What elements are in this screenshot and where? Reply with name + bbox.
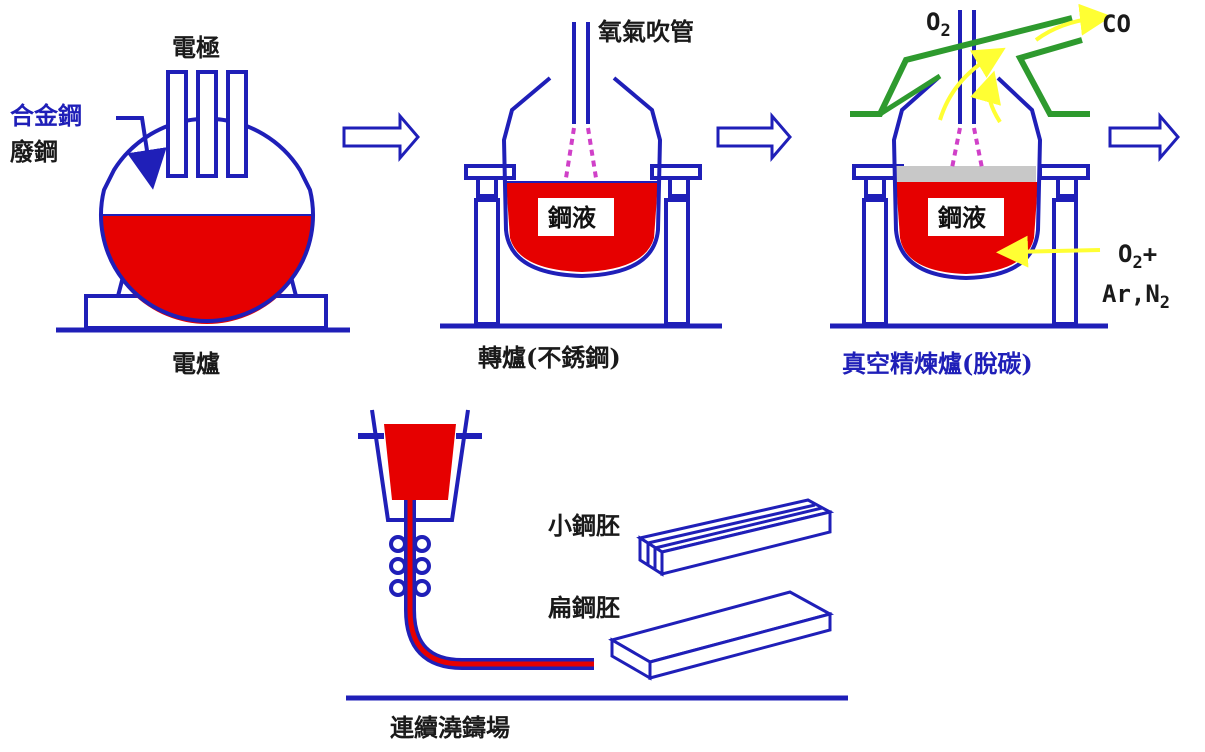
electric-furnace: 電極 合金鋼 廢鋼 電爐 xyxy=(10,33,350,378)
vacuum-refining-furnace: 鋼液 O2 CO O2+ Ar,N2 真空精煉爐(脫碳) xyxy=(830,3,1170,378)
slag-layer xyxy=(896,166,1036,182)
guide-rollers xyxy=(389,535,431,597)
billet-label: 小鋼胚 xyxy=(548,511,620,540)
tundish-molten xyxy=(384,424,456,500)
charge-arrow xyxy=(116,116,167,190)
billet xyxy=(636,498,835,577)
converter-melt-label: 鋼液 xyxy=(548,203,596,232)
scrap-steel-label: 廢鋼 xyxy=(10,137,58,166)
continuous-casting-label: 連續澆鑄場 xyxy=(390,713,510,742)
trunnion-frame xyxy=(852,164,1090,326)
tundish-body xyxy=(370,409,470,522)
flow-arrow-3 xyxy=(1108,111,1180,163)
oxygen-jet xyxy=(564,127,598,179)
oxygen-jet xyxy=(950,127,984,169)
gas-flow-arrows xyxy=(938,3,1112,268)
refining-melt-label: 鋼液 xyxy=(938,203,986,232)
continuous-casting: 小鋼胚 扁鋼胚 連續澆鑄場 xyxy=(346,409,848,742)
converter-vessel xyxy=(501,76,663,279)
electrode-label: 電極 xyxy=(172,33,220,62)
trunnion-frame xyxy=(464,164,702,326)
converter: 鋼液 氧氣吹管 轉爐(不銹鋼) xyxy=(440,17,722,372)
slab-label: 扁鋼胚 xyxy=(548,593,620,622)
oxygen-lance xyxy=(572,22,590,124)
vacuum-hood xyxy=(850,15,1090,117)
electrodes xyxy=(166,70,248,178)
oxygen-top-label: O2 xyxy=(926,8,951,41)
vacuum-refining-label: 真空精煉爐(脫碳) xyxy=(842,349,1033,378)
alloy-steel-label: 合金鋼 xyxy=(10,101,82,130)
co-label: CO xyxy=(1102,10,1131,38)
slab xyxy=(608,590,834,681)
bottom-gas-label-2: Ar,N2 xyxy=(1102,280,1170,313)
refining-vessel xyxy=(891,76,1043,281)
flow-arrow-1 xyxy=(342,111,420,163)
furnace-body xyxy=(99,116,315,323)
converter-label: 轉爐(不銹鋼) xyxy=(478,343,621,372)
oxygen-lance xyxy=(958,10,976,124)
electric-furnace-label: 電爐 xyxy=(172,349,220,378)
flow-arrow-2 xyxy=(716,111,792,163)
casting-strand-core xyxy=(407,500,594,667)
melt-label-box xyxy=(538,198,614,236)
vacuum-hood-inner xyxy=(878,73,942,117)
bottom-gas-label-1: O2+ xyxy=(1118,240,1157,273)
melt-label-box xyxy=(928,198,1004,236)
oxygen-lance-label: 氧氣吹管 xyxy=(598,17,694,46)
